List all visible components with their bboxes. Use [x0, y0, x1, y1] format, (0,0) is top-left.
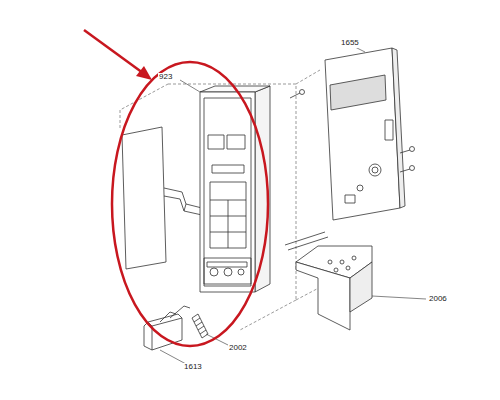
door-latch: [285, 232, 372, 330]
callout-number: 2006: [428, 295, 448, 304]
leader-line: [160, 47, 426, 364]
callout-number: 923: [158, 73, 173, 82]
circuit-board: [325, 48, 405, 220]
highlight-ellipse: [112, 62, 268, 346]
callout-number: 1655: [340, 39, 360, 48]
screw: [290, 90, 415, 173]
assembly-outline: [120, 70, 330, 330]
pointer-arrow: [84, 30, 152, 80]
ribbon-cable: [164, 188, 202, 215]
callout-number: 2002: [228, 344, 248, 353]
membrane-sheet: [122, 127, 166, 269]
callout-number: 1613: [183, 363, 203, 372]
spring: [192, 314, 208, 338]
control-panel: [200, 86, 270, 292]
